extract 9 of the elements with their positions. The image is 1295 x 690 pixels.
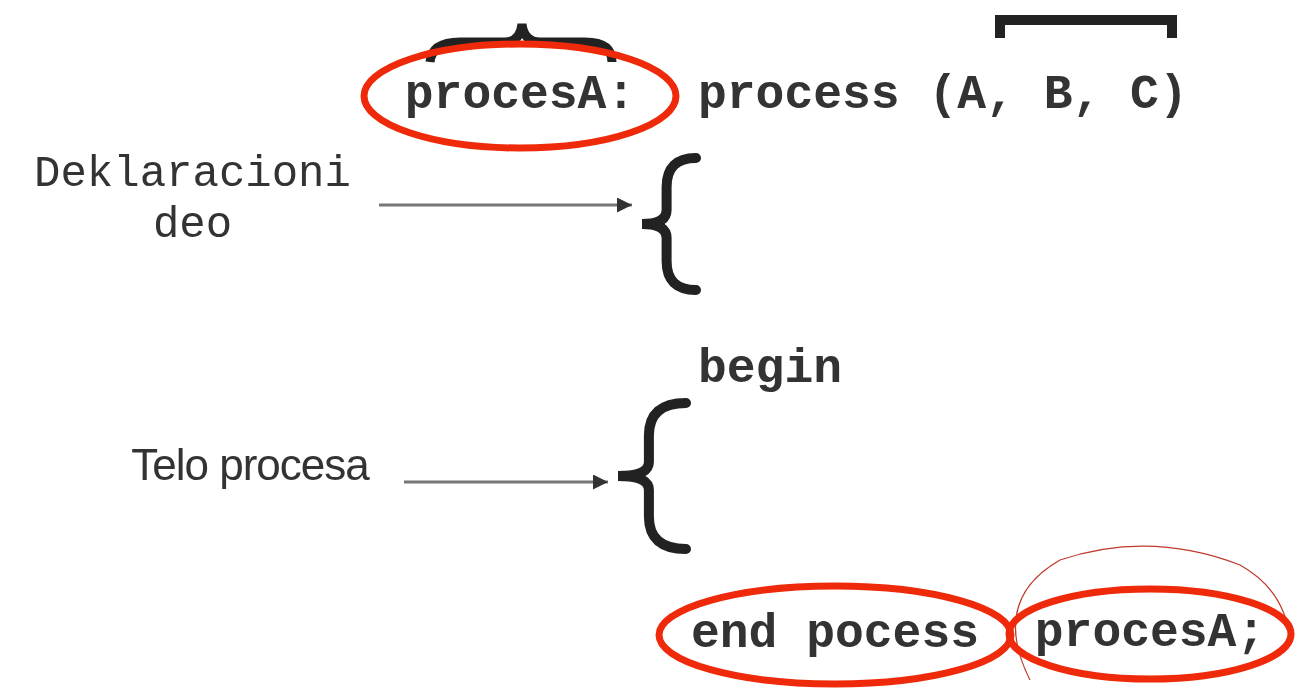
code-text: end pocess [690,607,979,663]
code-text: procesA; [1034,606,1266,662]
code-text: begin [698,342,843,396]
code-text: Deklaracioni deo [33,149,352,251]
code-text: procesA: [404,68,636,124]
annotation-text: Telo procesa [131,439,369,491]
arrow [379,197,632,213]
code-text: process (A, B, C) [698,68,1188,122]
arrow [404,474,608,490]
